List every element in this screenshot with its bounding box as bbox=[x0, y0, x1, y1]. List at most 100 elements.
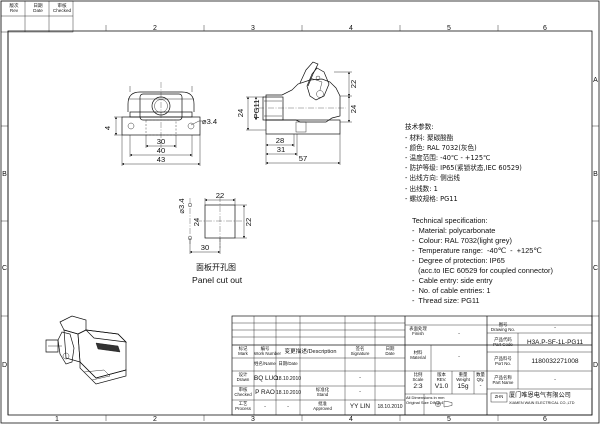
company-name-en: XIAMEN WAIN ELECTRICAL CO.,LTD bbox=[509, 401, 575, 405]
grid-row-label-left: B bbox=[2, 171, 7, 178]
panel-dim-thread: ⌀3.4 bbox=[177, 198, 186, 213]
tolerance-note: All Dimensions in mm Original Size DIN A… bbox=[406, 395, 445, 405]
corner-cell-rev: 版次 Rev bbox=[9, 3, 19, 14]
spec-en-line: - Temperature range: -40℃ - +125℃ bbox=[412, 246, 542, 255]
hdr-date: 日期 Date bbox=[385, 346, 395, 356]
spec-en-block: Technical specification: - Material: pol… bbox=[412, 216, 553, 305]
row-process-date: - bbox=[287, 404, 289, 410]
side-dim-31: 31 bbox=[277, 145, 285, 154]
grid-col-label-bottom: 5 bbox=[447, 416, 451, 423]
company-logo-icon bbox=[490, 392, 508, 403]
panel-caption-cn: 面板开孔图 bbox=[196, 263, 236, 272]
hdr-mark: 标记 Mark bbox=[238, 346, 248, 356]
hdr-date-col: 日期/Date bbox=[278, 361, 298, 366]
grid-col-label-bottom: 2 bbox=[153, 416, 157, 423]
part-code-value: H3A.P-SF-1L-PG11 bbox=[527, 339, 583, 346]
corner-cell-date: 日期 Date bbox=[33, 3, 43, 14]
row-approved-label: 批准 Approved bbox=[313, 401, 332, 411]
row-drawn-role: 设计 Drawn bbox=[236, 372, 250, 382]
spec-cn-block: 技术参数: - 材料: 聚碳酸酯 - 颜色: RAL 7032(灰色) - 温度… bbox=[405, 124, 522, 202]
front-dim-43: 43 bbox=[157, 155, 165, 164]
spec-cn-line: - 出线方向: 侧出线 bbox=[405, 174, 460, 183]
side-dim-57: 57 bbox=[299, 154, 307, 163]
spec-en-line: - Colour: RAL 7032(light grey) bbox=[412, 236, 512, 245]
company-logo-text: ZHN bbox=[494, 394, 504, 399]
weight-value: 15g bbox=[457, 383, 469, 390]
projection-symbol-icon bbox=[435, 400, 453, 408]
grid-row-label-right: D bbox=[593, 362, 598, 369]
grid-ticks bbox=[1, 25, 599, 421]
finish-value: - bbox=[458, 331, 460, 337]
scale-value: 2:3 bbox=[413, 383, 423, 390]
part-name-label: 产品名称 Part Name bbox=[492, 375, 514, 386]
front-dim-30: 30 bbox=[157, 137, 165, 146]
spec-cn-title: 技术参数: bbox=[405, 123, 434, 131]
part-name-value: - bbox=[554, 377, 556, 383]
front-dim-4: 4 bbox=[103, 126, 112, 130]
hdr-signature: 签名 Signature bbox=[350, 346, 370, 356]
grid-col-label-top: 2 bbox=[153, 25, 157, 32]
panel-dim-24: 24 bbox=[192, 218, 201, 226]
side-dim-pg11: PG11 bbox=[252, 100, 261, 119]
hdr-name-date: 姓名/Name bbox=[254, 361, 276, 366]
spec-cn-line: - 出线数: 1 bbox=[405, 184, 438, 193]
row-drawn-name: BQ LUO bbox=[254, 375, 279, 382]
side-dim-28: 28 bbox=[276, 136, 284, 145]
row-checked-field: - bbox=[359, 389, 361, 395]
rev-value: V1.0 bbox=[434, 383, 449, 390]
qty-value: - bbox=[479, 383, 482, 389]
panel-cutout bbox=[187, 196, 247, 254]
hdr-description: 变更描述/Description bbox=[284, 349, 337, 355]
grid-col-label-bottom: 3 bbox=[251, 416, 255, 423]
spec-en-line: - Cable entry: side entry bbox=[412, 276, 493, 285]
panel-dim-30: 30 bbox=[201, 243, 209, 252]
row-checked-date: 18.10.2010 bbox=[276, 390, 302, 396]
grid-row-label-right: A bbox=[593, 77, 598, 84]
spec-en-line: - Thread size: PG11 bbox=[412, 296, 480, 305]
spec-en-line: - Degree of protection: IP65 bbox=[412, 256, 505, 265]
panel-dim-22-top: 22 bbox=[216, 191, 224, 200]
weight-label: 重量 Weight bbox=[456, 372, 470, 383]
corner-cell-checked: 审核 Checked bbox=[52, 3, 72, 14]
grid-col-label-top: 4 bbox=[349, 25, 353, 32]
row-process-role: 工艺 Process bbox=[235, 401, 251, 411]
grid-col-label-bottom: 4 bbox=[349, 416, 353, 423]
spec-en-line: - No. of cable entries: 1 bbox=[412, 286, 491, 295]
side-dims bbox=[246, 71, 352, 165]
spec-cn-line: - 材料: 聚碳酸酯 bbox=[405, 133, 454, 142]
rev-label: 版本 REV. bbox=[436, 372, 447, 383]
grid-col-label-top: 5 bbox=[447, 25, 451, 32]
drawing-no-value: - bbox=[554, 325, 556, 331]
material-value: - bbox=[458, 354, 460, 360]
row-approver-name: YY LIN bbox=[349, 403, 371, 410]
grid-col-label-bottom: 6 bbox=[543, 416, 547, 423]
front-dim-40: 40 bbox=[157, 146, 165, 155]
corner-rev-block bbox=[0, 0, 74, 33]
front-dim-thread: ⌀3.4 bbox=[202, 117, 217, 126]
row-checked-name: P RAO bbox=[255, 389, 275, 396]
isometric-view bbox=[45, 315, 127, 385]
front-view bbox=[121, 82, 201, 152]
side-view bbox=[258, 61, 346, 135]
side-dim-24b: 24 bbox=[349, 105, 358, 113]
spec-cn-line: - 防护等级: IP65(紧锁状态,IEC 60529) bbox=[405, 164, 522, 173]
title-block-lines bbox=[231, 315, 593, 416]
drawing-no-label: 图号 Drawing No. bbox=[490, 322, 516, 332]
spec-cn-line: - 温度范围: -40℃ - +125℃ bbox=[405, 153, 491, 162]
spec-en-line: - Material: polycarbonate bbox=[412, 226, 496, 235]
grid-row-label-right: B bbox=[593, 171, 598, 178]
qty-label: 数量 Qty. bbox=[476, 372, 485, 383]
grid-row-label-left: D bbox=[2, 362, 7, 369]
spec-en-title: Technical specification: bbox=[412, 216, 488, 225]
row-checked-stand: 标准化 Stand bbox=[315, 387, 330, 397]
side-dim-22: 22 bbox=[349, 80, 358, 88]
material-label: 材料 Material bbox=[410, 350, 426, 361]
part-no-value: 1180032271008 bbox=[531, 358, 579, 365]
panel-caption-en: Panel cut out bbox=[192, 275, 243, 285]
grid-row-label-right: C bbox=[593, 265, 598, 272]
spec-cn-line: - 颜色: RAL 7032(灰色) bbox=[405, 143, 477, 152]
finish-label: 表面处理 Finish bbox=[409, 326, 427, 337]
spec-en-line: (acc.to IEC 60529 for coupled connector) bbox=[412, 266, 553, 275]
